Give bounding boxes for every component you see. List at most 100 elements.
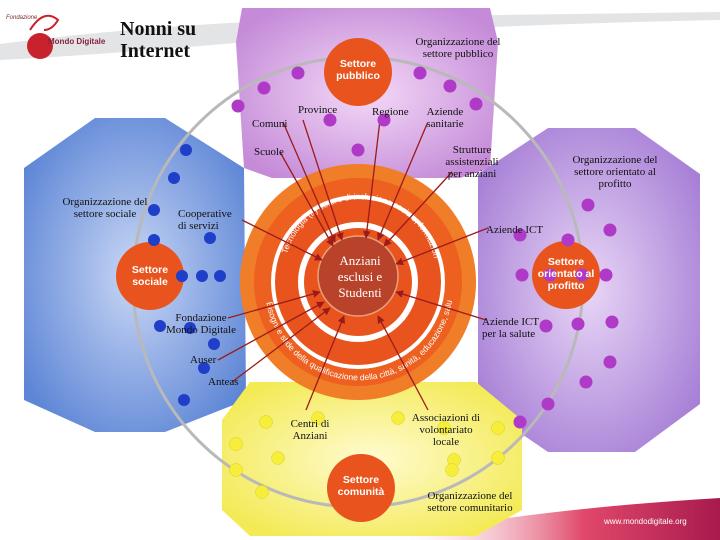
purple-node-1 xyxy=(257,81,271,95)
actor-scuole: Scuole xyxy=(254,146,284,158)
sector-disc-profitto xyxy=(532,241,600,309)
sector-label-profitto: Settore orientato al profitto xyxy=(537,256,595,292)
blue-node-13 xyxy=(198,362,210,374)
purple-node-18 xyxy=(539,319,553,333)
purple-node-3 xyxy=(231,99,245,113)
yellow-node-4 xyxy=(271,451,285,465)
blue-node-5 xyxy=(204,232,216,244)
label-org-comunita: Organizzazione del settore comunitario xyxy=(427,490,513,514)
arrow-group xyxy=(217,119,489,411)
arrow-scuole xyxy=(279,151,334,247)
yellow-node-5 xyxy=(311,411,325,425)
purple-node-4 xyxy=(413,66,427,80)
yellow-node-9 xyxy=(491,451,505,465)
actor-province: Province xyxy=(298,104,338,116)
sector-disc-comunita xyxy=(327,454,395,522)
yellow-node-2 xyxy=(229,437,243,451)
purple-node-13 xyxy=(515,268,529,282)
label-org-profitto: Organizzazione del settore orientato al … xyxy=(572,154,658,190)
arrow-associazioni xyxy=(377,315,429,411)
purple-node-17 xyxy=(513,228,527,242)
header-swoosh xyxy=(0,12,720,60)
sector-label-pubblico: Settore pubblico xyxy=(336,58,380,82)
actor-comuni: Comuni xyxy=(252,118,288,130)
actor-aziende-ict-salute: Aziende ICT per la salute xyxy=(482,316,540,340)
blue-node-4 xyxy=(148,234,160,246)
page-title: Nonni su Internet xyxy=(120,18,197,62)
arrow-centri xyxy=(305,315,345,411)
purple-node-19 xyxy=(571,317,585,331)
purple-node-2 xyxy=(291,66,305,80)
actor-auser: Auser xyxy=(190,354,217,366)
arrow-fondazione xyxy=(227,290,321,319)
arrow-regione xyxy=(362,119,381,239)
yellow-node-12 xyxy=(255,485,269,499)
logo-figure xyxy=(29,14,60,31)
blue-node-1 xyxy=(180,144,192,156)
yellow-node-3 xyxy=(229,463,243,477)
blue-node-3 xyxy=(148,204,160,216)
arrow-cooperative xyxy=(241,219,323,261)
arrow-aziende-ict-salute xyxy=(395,290,487,321)
blue-node-2 xyxy=(168,172,180,184)
purple-node-24 xyxy=(513,415,527,429)
purple-node-12 xyxy=(561,233,575,247)
purple-node-5 xyxy=(443,79,457,93)
yellow-node-6 xyxy=(391,411,405,425)
logo-name: Mondo Digitale xyxy=(48,37,106,46)
label-org-pubblico: Organizzazione del settore pubblico xyxy=(415,36,501,60)
core-center xyxy=(317,235,399,317)
blue-node-12 xyxy=(178,394,190,406)
purple-node-11 xyxy=(603,223,617,237)
blue-node-9 xyxy=(154,320,166,332)
arrow-anteas xyxy=(231,307,331,383)
purple-node-8 xyxy=(377,113,391,127)
purple-node-20 xyxy=(605,315,619,329)
logo-small-text: Fondazione xyxy=(6,15,38,21)
actor-fondazione: Fondazione Mondo Digitale xyxy=(166,312,236,336)
purple-node-16 xyxy=(599,268,613,282)
sector-disc-pubblico xyxy=(324,38,392,106)
yellow-node-7 xyxy=(437,421,451,435)
yellow-node-8 xyxy=(491,421,505,435)
purple-node-22 xyxy=(579,375,593,389)
actor-strutture: Strutture assistenziali per anziani xyxy=(445,144,499,180)
yellow-node-11 xyxy=(445,463,459,477)
arrow-aziende-sanitarie xyxy=(377,123,428,241)
actor-associazioni: Associazioni di volontariato locale xyxy=(411,412,481,448)
purple-node-6 xyxy=(469,97,483,111)
blue-node-8 xyxy=(214,270,226,282)
arrow-aziende-ict xyxy=(395,227,489,266)
purple-node-7 xyxy=(323,113,337,127)
arrow-auser xyxy=(217,301,325,361)
footer-url: www.mondodigitale.org xyxy=(604,517,687,526)
label-org-sociale: Organizzazione del settore sociale xyxy=(62,196,148,220)
sector-label-comunita: Settore comunità xyxy=(337,474,385,498)
yellow-node-1 xyxy=(259,415,273,429)
purple-node-15 xyxy=(575,268,589,282)
actor-aziende-ict: Aziende ICT xyxy=(486,224,544,236)
arrow-strutture xyxy=(383,171,453,247)
purple-node-21 xyxy=(603,355,617,369)
purple-node-14 xyxy=(543,268,557,282)
logo-globe xyxy=(27,33,53,59)
center-label: Anziani esclusi e Studenti xyxy=(337,253,383,300)
arrow-province xyxy=(302,119,344,241)
blue-node-10 xyxy=(184,322,196,334)
purple-node-10 xyxy=(581,198,595,212)
node-group-purple xyxy=(231,66,619,429)
actor-regione: Regione xyxy=(372,106,409,118)
actor-cooperative: Cooperative di servizi xyxy=(178,208,232,232)
actor-aziende-sanitarie: Aziende sanitarie xyxy=(426,106,464,130)
node-group-yellow xyxy=(229,411,505,499)
sector-label-sociale: Settore sociale xyxy=(131,264,169,288)
blue-node-7 xyxy=(196,270,208,282)
node-group-blue xyxy=(148,144,226,406)
sector-disc-sociale xyxy=(116,242,184,310)
purple-node-23 xyxy=(541,397,555,411)
blue-node-6 xyxy=(176,270,188,282)
actor-centri: Centri di Anziani xyxy=(290,418,330,442)
purple-node-9 xyxy=(351,143,365,157)
actor-anteas: Anteas xyxy=(208,376,239,388)
